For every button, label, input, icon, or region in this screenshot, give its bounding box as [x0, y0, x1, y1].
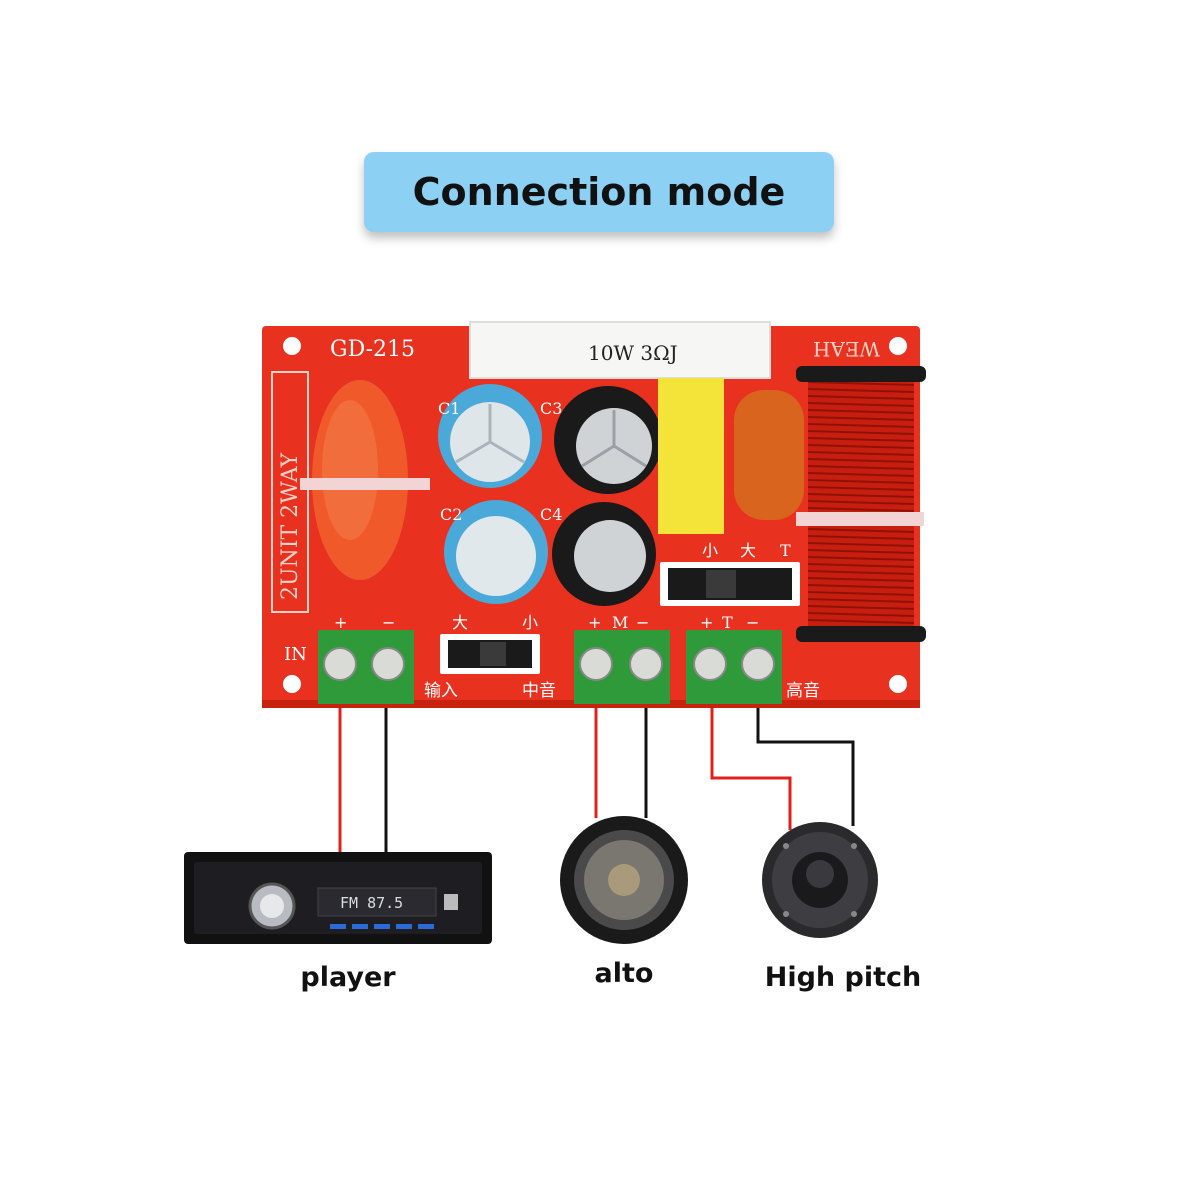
capacitor-c2 — [444, 500, 548, 604]
switch2-label-a: 小 — [702, 541, 718, 560]
coil-winding — [807, 556, 915, 561]
coil-winding — [807, 416, 915, 421]
coil-winding — [807, 605, 915, 610]
high-negative-wire — [756, 680, 855, 826]
inductor-highlight — [322, 400, 378, 540]
mount-hole — [283, 337, 301, 355]
coil-winding — [807, 451, 915, 456]
coil-winding — [807, 542, 915, 547]
cable-tie — [300, 478, 430, 490]
coil-winding — [807, 493, 915, 498]
slide-switch-1[interactable] — [440, 634, 540, 674]
wires — [338, 680, 855, 852]
cement-resistor — [469, 321, 771, 379]
crossover-board: GD-215 WEAH 2UNIT 2WAY 10W 3ΩJ — [262, 321, 926, 708]
alto-speaker — [560, 816, 688, 944]
coil-winding — [807, 577, 915, 582]
board-high-cn: 高音 — [786, 681, 820, 701]
mark-high-plus: + — [700, 613, 713, 632]
terminal-high[interactable] — [686, 630, 782, 704]
coil-winding — [807, 479, 915, 484]
coil-winding — [807, 570, 915, 575]
mark-high-t: T — [722, 613, 733, 632]
board-logo: WEAH — [813, 337, 880, 361]
coil-winding — [807, 430, 915, 435]
coil-winding — [807, 444, 915, 449]
mark-mid-plus: + — [588, 613, 601, 632]
switch2-label-c: T — [780, 541, 791, 560]
cap-label-c4: C4 — [540, 505, 562, 524]
terminal-in[interactable] — [318, 630, 414, 704]
coil-winding — [807, 465, 915, 470]
switch1-label-right: 小 — [522, 613, 538, 632]
board-mid-cn: 中音 — [522, 681, 556, 701]
board-model: GD-215 — [330, 337, 415, 362]
alto-label: alto — [594, 958, 654, 989]
cap-label-c2: C2 — [440, 505, 462, 524]
coil-winding — [807, 381, 915, 386]
mark-mid-m: M — [612, 613, 628, 632]
terminal-mid[interactable] — [574, 630, 670, 704]
player-label: player — [300, 962, 396, 993]
switch1-label-left: 大 — [452, 613, 468, 632]
capacitor-c1 — [438, 384, 542, 488]
coil-winding — [807, 549, 915, 554]
coil-winding — [807, 612, 915, 617]
capacitor-c4 — [552, 502, 656, 606]
coil-winding — [807, 395, 915, 400]
mount-hole — [889, 337, 907, 355]
coil-winding — [807, 528, 915, 533]
mount-hole — [283, 675, 301, 693]
coil-winding — [807, 619, 915, 624]
coil-winding — [807, 472, 915, 477]
usb-port — [444, 894, 458, 910]
cap-label-c3: C3 — [540, 399, 562, 418]
coil-winding — [807, 535, 915, 540]
coil-winding — [807, 500, 915, 505]
coil-winding — [807, 409, 915, 414]
coil-winding — [807, 584, 915, 589]
slide-switch-2[interactable] — [660, 562, 800, 606]
player-display: FM 87.5 — [340, 894, 403, 912]
coil-winding — [807, 423, 915, 428]
cap-label-c1: C1 — [438, 399, 460, 418]
coil-winding — [807, 563, 915, 568]
coil-winding — [807, 598, 915, 603]
mark-high-minus: − — [746, 613, 759, 632]
tweeter-speaker — [762, 822, 878, 938]
coil-winding — [807, 402, 915, 407]
resistor-value: 10W 3ΩJ — [588, 341, 678, 365]
coil-winding — [807, 458, 915, 463]
coil-winding — [807, 437, 915, 442]
mark-in-minus: − — [382, 613, 395, 632]
high-pitch-label: High pitch — [764, 962, 922, 993]
board-input-cn: 输入 — [424, 681, 458, 701]
film-capacitor-yellow — [658, 378, 724, 534]
title-text: Connection mode — [412, 170, 786, 214]
capacitor-c3 — [554, 386, 662, 494]
title-banner: Connection mode — [364, 152, 834, 232]
car-player: FM 87.5 — [184, 852, 492, 944]
coil-winding — [807, 486, 915, 491]
high-positive-wire — [710, 680, 792, 830]
film-capacitor-brown — [734, 390, 804, 520]
coil-winding — [807, 591, 915, 596]
silkscreen-frame — [271, 371, 309, 613]
board-in-label: IN — [284, 644, 307, 665]
coil-winding — [807, 507, 915, 512]
coil-winding — [807, 388, 915, 393]
mount-hole — [889, 675, 907, 693]
board-side-text: 2UNIT 2WAY — [278, 452, 303, 600]
switch2-label-b: 大 — [740, 541, 756, 560]
mark-mid-minus: − — [636, 613, 649, 632]
wire-wound-inductor — [796, 366, 926, 642]
mark-in-plus: + — [334, 613, 347, 632]
